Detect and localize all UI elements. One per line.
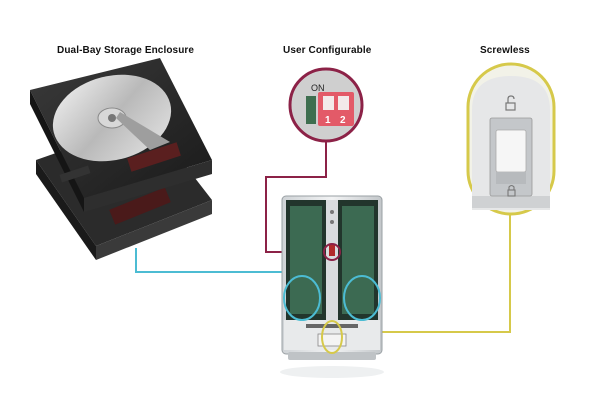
label-dual-bay-storage-enclosure: Dual-Bay Storage Enclosure <box>57 45 195 56</box>
hard-drive-front <box>30 58 212 212</box>
yellow-connector-line <box>343 214 511 333</box>
screwless-latch-magnifier <box>466 62 556 216</box>
label-screwless: Screwless <box>480 45 530 56</box>
cyan-connector-line <box>135 248 291 282</box>
unlock-icon <box>505 95 516 111</box>
maroon-highlight-switch <box>323 243 341 261</box>
enclosure-reflection <box>280 366 384 378</box>
dip-switch-1-label: 1 <box>325 115 331 126</box>
storage-enclosure <box>281 195 383 360</box>
cyan-highlight-left <box>283 275 321 321</box>
label-user-configurable: User Configurable <box>283 45 372 56</box>
yellow-highlight-latch <box>321 320 343 354</box>
lock-icon <box>507 184 516 197</box>
dip-on-text: ON <box>311 83 325 93</box>
dip-switch-magnifier: ON 1 2 <box>288 67 364 143</box>
cyan-highlight-right <box>343 275 381 321</box>
dip-switch-2-label: 2 <box>340 115 346 126</box>
